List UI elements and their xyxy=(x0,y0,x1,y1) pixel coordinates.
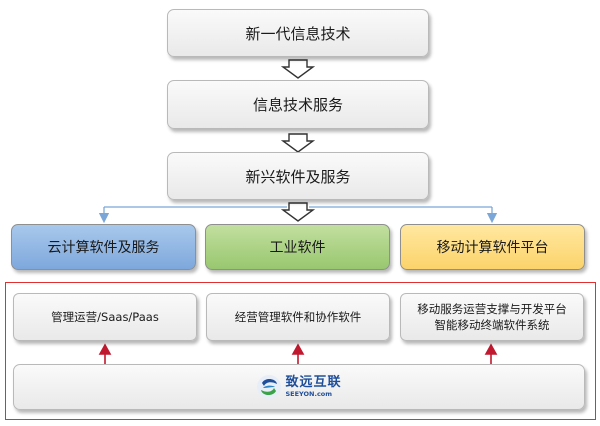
category-mobile-label: 移动计算软件平台 xyxy=(436,240,549,256)
subitem-management: 管理运营/Saas/Paas xyxy=(13,293,197,341)
branch-connector xyxy=(98,206,498,224)
category-industrial: 工业软件 xyxy=(205,224,390,270)
seeyon-platform-bar: 致远互联 SEEYON.com xyxy=(13,364,585,410)
seeyon-logo-text: 致远互联 SEEYON.com xyxy=(285,374,342,399)
category-mobile: 移动计算软件平台 xyxy=(400,224,585,270)
subitem-collaboration-label: 经营管理软件和协作软件 xyxy=(234,310,362,324)
support-arrows xyxy=(98,343,498,366)
layer-bottom: 新兴软件及服务 xyxy=(167,152,429,200)
layer-middle-label: 信息技术服务 xyxy=(252,96,343,114)
seeyon-logo-icon xyxy=(257,375,282,399)
layer-middle: 信息技术服务 xyxy=(167,80,429,129)
subitem-collaboration: 经营管理软件和协作软件 xyxy=(206,293,390,341)
subitem-mobile: 移动服务运营支撑与开发平台 智能移动终端软件系统 xyxy=(400,293,584,341)
subitem-mobile-line2: 智能移动终端软件系统 xyxy=(434,318,550,332)
category-industrial-label: 工业软件 xyxy=(269,240,326,256)
layer-top-label: 新一代信息技术 xyxy=(245,24,351,43)
category-cloud-label: 云计算软件及服务 xyxy=(47,240,160,256)
down-arrow-2 xyxy=(280,133,316,153)
category-cloud: 云计算软件及服务 xyxy=(11,224,196,270)
subitem-management-label: 管理运营/Saas/Paas xyxy=(51,310,159,324)
subitem-mobile-line1: 移动服务运营支撑与开发平台 xyxy=(417,302,567,316)
layer-bottom-label: 新兴软件及服务 xyxy=(245,167,351,186)
down-arrow-3 xyxy=(280,202,316,222)
seeyon-logo-url: SEEYON.com xyxy=(285,389,333,398)
down-arrow-1 xyxy=(280,59,316,79)
foundation-frame xyxy=(5,282,596,420)
seeyon-logo-name: 致远互联 xyxy=(285,374,342,390)
layer-top: 新一代信息技术 xyxy=(167,9,429,57)
